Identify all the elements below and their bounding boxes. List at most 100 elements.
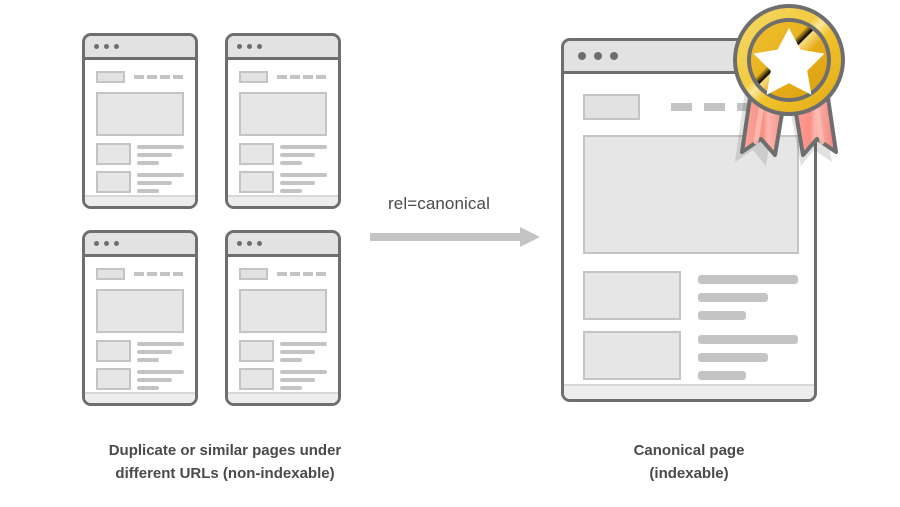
duplicate-page-1[interactable] [82, 33, 198, 209]
content-text-line [280, 173, 327, 177]
logo-placeholder [583, 94, 640, 120]
content-text-line [137, 181, 172, 185]
content-text-line [137, 145, 184, 149]
window-dot-icon [237, 44, 242, 49]
content-text-line [280, 153, 315, 157]
window-dot-icon [114, 44, 119, 49]
window-dot-icon [104, 241, 109, 246]
content-text-line [698, 311, 746, 320]
page-body [228, 257, 338, 403]
window-dot-icon [247, 44, 252, 49]
content-text-line [137, 370, 184, 374]
duplicate-page-2[interactable] [225, 33, 341, 209]
nav-dash [303, 75, 313, 79]
nav-dash [316, 75, 326, 79]
content-text-line [280, 358, 302, 362]
duplicate-page-3[interactable] [82, 230, 198, 406]
left-caption-line-2: different URLs (non-indexable) [115, 464, 335, 482]
window-titlebar [85, 36, 195, 60]
content-text-line [137, 189, 159, 193]
nav-dash [277, 75, 287, 79]
hero-image-placeholder [96, 289, 184, 333]
window-dot-icon [94, 44, 99, 49]
content-thumbnail [96, 368, 131, 390]
nav-dash [704, 103, 725, 111]
window-dot-icon [114, 241, 119, 246]
window-dot-icon [247, 241, 252, 246]
page-body [85, 257, 195, 403]
content-text-line [698, 275, 798, 284]
content-text-line [698, 353, 768, 362]
logo-placeholder [239, 268, 268, 280]
page-body [564, 74, 814, 399]
star-icon [753, 28, 825, 95]
content-text-line [280, 181, 315, 185]
nav-dash [160, 272, 170, 276]
duplicate-page-4[interactable] [225, 230, 341, 406]
content-text-line [280, 145, 327, 149]
content-text-line [280, 350, 315, 354]
content-thumbnail [239, 368, 274, 390]
hero-image-placeholder [583, 135, 799, 254]
content-text-line [137, 342, 184, 346]
content-text-line [137, 378, 172, 382]
window-dot-icon [104, 44, 109, 49]
nav-dash [290, 75, 300, 79]
content-text-line [137, 358, 159, 362]
nav-dash [134, 272, 144, 276]
content-text-line [137, 153, 172, 157]
logo-placeholder [239, 71, 268, 83]
logo-placeholder [96, 268, 125, 280]
hero-image-placeholder [239, 289, 327, 333]
right-caption-line-2: (indexable) [649, 464, 729, 482]
nav-dash [173, 272, 183, 276]
content-text-line [137, 161, 159, 165]
nav-dash [147, 272, 157, 276]
window-titlebar [85, 233, 195, 257]
connector-label: rel=canonical [388, 194, 490, 213]
content-text-line [280, 386, 302, 390]
content-thumbnail [583, 331, 681, 380]
hero-image-placeholder [96, 92, 184, 136]
content-text-line [280, 370, 327, 374]
right-caption: Canonical page (indexable) [559, 440, 819, 485]
content-text-line [280, 161, 302, 165]
window-titlebar [228, 36, 338, 60]
nav-dash [160, 75, 170, 79]
nav-dash [290, 272, 300, 276]
content-thumbnail [96, 171, 131, 193]
connector-arrow-icon [370, 227, 540, 247]
page-footer-bar [228, 195, 338, 206]
left-caption-line-1: Duplicate or similar pages under [108, 442, 342, 459]
window-dot-icon [257, 44, 262, 49]
content-text-line [698, 371, 746, 380]
page-footer-bar [85, 392, 195, 403]
nav-dash [147, 75, 157, 79]
nav-dash [277, 272, 287, 276]
window-dot-icon [610, 52, 618, 60]
window-dot-icon [257, 241, 262, 246]
page-body [85, 60, 195, 206]
content-text-line [280, 342, 327, 346]
content-text-line [137, 173, 184, 177]
nav-dash [134, 75, 144, 79]
content-thumbnail [583, 271, 681, 320]
content-text-line [137, 350, 172, 354]
content-text-line [137, 386, 159, 390]
content-thumbnail [96, 340, 131, 362]
right-caption-line-1: Canonical page [633, 442, 745, 459]
page-footer-bar [564, 384, 814, 399]
page-body [228, 60, 338, 206]
content-text-line [280, 189, 302, 193]
window-dot-icon [94, 241, 99, 246]
window-dot-icon [578, 52, 586, 60]
content-thumbnail [239, 340, 274, 362]
hero-image-placeholder [239, 92, 327, 136]
content-text-line [280, 378, 315, 382]
page-footer-bar [228, 392, 338, 403]
content-thumbnail [239, 143, 274, 165]
content-thumbnail [239, 171, 274, 193]
content-text-line [698, 335, 798, 344]
logo-placeholder [96, 71, 125, 83]
